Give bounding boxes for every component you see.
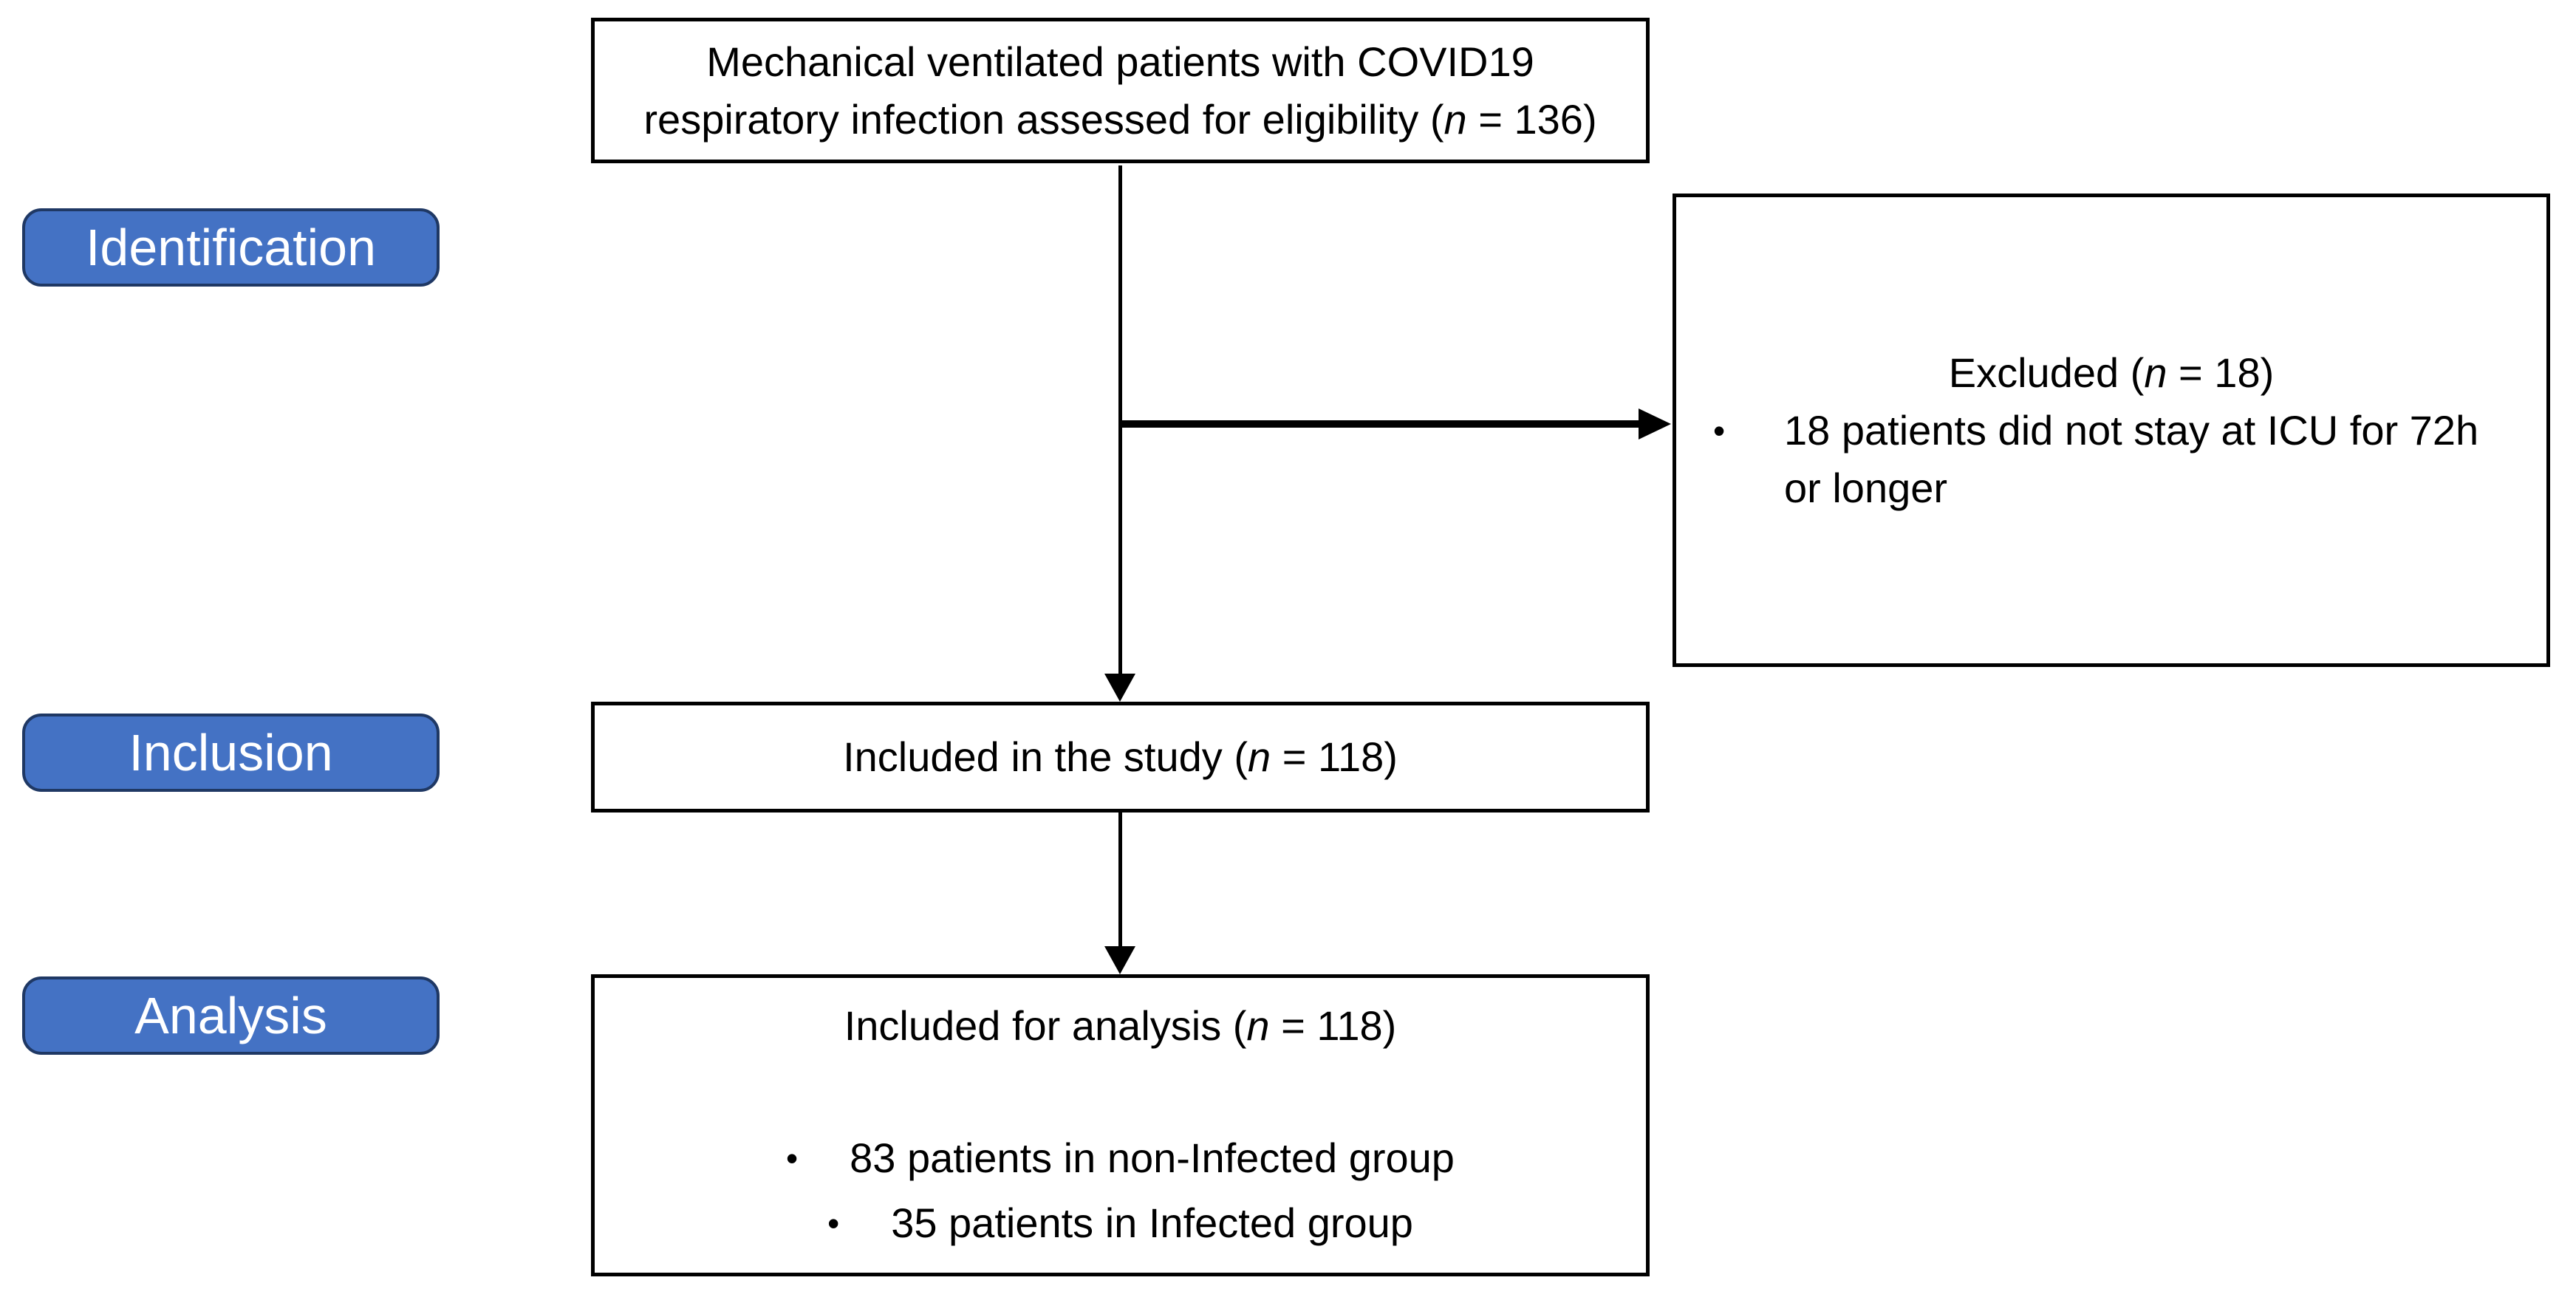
included-title-text: Included in the study ( <box>843 733 1248 780</box>
excluded-count: = 18) <box>2167 349 2275 396</box>
analysis-title: Included for analysis (n = 118) <box>595 997 1646 1055</box>
stage-badge-identification: Identification <box>22 208 440 287</box>
n-italic: n <box>1247 733 1271 780</box>
analysis-bullet-item: • 83 patients in non-Infected group <box>595 1126 1646 1191</box>
included-box: Included in the study (n = 118) <box>591 702 1650 812</box>
bullet-icon: • <box>827 1204 840 1242</box>
analysis-bullet-text: 83 patients in non-Infected group <box>850 1135 1455 1181</box>
eligibility-box: Mechanical ventilated patients with COVI… <box>591 18 1650 163</box>
stage-badge-analysis: Analysis <box>22 976 440 1055</box>
arrow-right-icon <box>1639 408 1671 439</box>
stage-badge-label: Inclusion <box>129 724 333 781</box>
arrow-included-to-analysis-line <box>1118 812 1122 950</box>
arrow-to-excluded-line <box>1120 420 1640 428</box>
stage-badge-inclusion: Inclusion <box>22 714 440 792</box>
arrow-down-icon <box>1104 674 1135 702</box>
included-count: = 118) <box>1271 733 1398 780</box>
bullet-icon: • <box>1713 411 1726 450</box>
eligibility-line-2: respiratory infection assessed for eligi… <box>595 91 1646 148</box>
excluded-title: Excluded (n = 18) <box>1676 344 2546 402</box>
stage-badge-label: Analysis <box>134 987 327 1044</box>
included-title: Included in the study (n = 118) <box>843 728 1398 786</box>
n-italic: n <box>1444 95 1467 143</box>
analysis-bullet-text: 35 patients in Infected group <box>891 1200 1413 1246</box>
bullet-icon: • <box>786 1139 799 1177</box>
analysis-count: = 118) <box>1269 1002 1397 1049</box>
excluded-bullet-item: • 18 patients did not stay at ICU for 72… <box>1676 402 2546 517</box>
n-italic: n <box>2144 349 2167 396</box>
stage-badge-label: Identification <box>85 219 377 276</box>
analysis-box: Included for analysis (n = 118) • 83 pat… <box>591 974 1650 1276</box>
arrow-down-icon <box>1104 946 1135 974</box>
eligibility-count: = 136) <box>1466 95 1597 143</box>
eligibility-line-1: Mechanical ventilated patients with COVI… <box>595 33 1646 91</box>
eligibility-text: Mechanical ventilated patients with COVI… <box>706 38 1534 85</box>
analysis-bullet-item: • 35 patients in Infected group <box>595 1191 1646 1256</box>
analysis-title-text: Included for analysis ( <box>844 1002 1247 1049</box>
excluded-box: Excluded (n = 18) • 18 patients did not … <box>1673 194 2550 667</box>
excluded-title-text: Excluded ( <box>1948 349 2145 396</box>
n-italic: n <box>1246 1002 1270 1049</box>
analysis-bullet-list: • 83 patients in non-Infected group • 35… <box>595 1126 1646 1256</box>
eligibility-text: respiratory infection assessed for eligi… <box>643 95 1444 143</box>
excluded-bullet-text: 18 patients did not stay at ICU for 72h … <box>1784 406 2479 511</box>
